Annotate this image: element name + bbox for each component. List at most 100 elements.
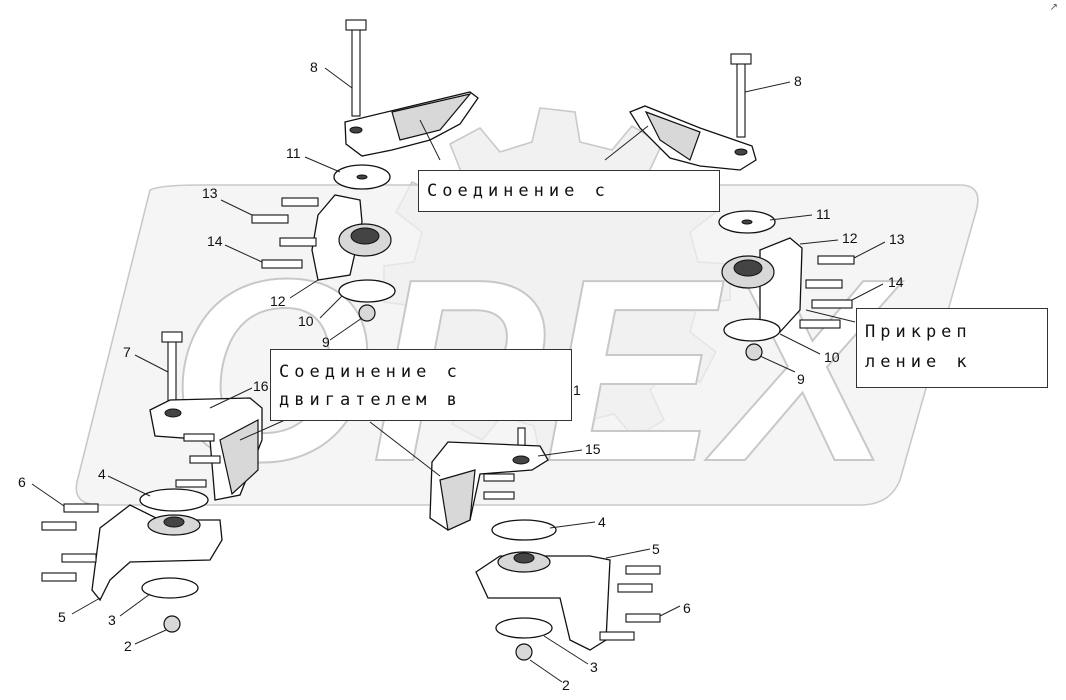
leader-5-right [605,548,651,559]
leader-2-left [134,629,167,645]
bolt-16-c [175,479,207,488]
washer-10-left [338,279,396,303]
label-9-right: 9 [797,371,805,387]
rubber-cushion-right-core [733,259,763,277]
bolt-6-right-c [625,613,661,623]
leader-6-left [31,483,65,507]
nut-2-right [515,643,533,661]
label-13-right: 13 [889,231,905,247]
leader-14-right [851,283,884,301]
bolt-13-left-b [251,214,289,224]
bolt-14-left-b [261,259,303,269]
cushion-right-lower-core [513,552,535,564]
bracket-15-gusset [439,469,476,531]
washer-3-left [141,577,199,599]
leader-9-left [329,317,363,341]
washer-11-left-hole [356,174,368,180]
corner-mark: ↗ [1049,2,1058,13]
bolt-6-right-b [617,583,653,593]
label-3-left: 3 [108,612,116,628]
leader-12-right [799,239,839,245]
bolt-7-head [161,331,183,343]
rubber-cushion-left-core [350,227,380,245]
label-12-right: 12 [842,230,858,246]
bolt-6-left-a [63,503,99,513]
leader-10-left [319,295,343,319]
bolt-6-right-d [599,631,635,641]
top-right-mount-assembly [629,53,855,361]
washer-10-right [723,318,781,342]
callout-center-pointer-b [369,421,441,477]
leader-11-right [769,214,813,221]
label-6-left: 6 [18,474,26,490]
lower-right-mount-assembly [429,427,661,661]
leader-13-right [853,241,886,259]
label-11-left: 11 [286,145,301,161]
leader-12-left [289,279,319,299]
bracket-16-hole [164,408,182,418]
bracket-15-hole [512,455,530,465]
bolt-16-b [189,455,221,464]
nut-9-right [745,343,763,361]
leader-9-right [759,355,796,373]
bolt-6-right-a [625,565,661,575]
callout-center: Соединение с двигателем в [270,349,572,421]
leader-16 [209,387,253,409]
label-5-left: 5 [58,609,66,625]
label-8-left: 8 [310,59,318,75]
washer-4-right [491,519,557,541]
leader-15 [537,449,583,457]
label-5-right: 5 [652,541,660,557]
leader-2-right [529,659,563,683]
bolt-15-b [483,491,515,500]
washer-4-left [139,488,209,512]
bolt-14-right-b [799,319,841,329]
callout-right: Прикреп ление к [856,308,1048,388]
bolt-14-left-a [279,237,317,247]
label-10-left: 10 [298,313,314,329]
bolt-8-left-head [345,19,367,31]
leader-13-left [220,199,253,216]
callout-top-pointer-a [419,119,441,161]
label-2-left: 2 [124,638,132,654]
label-10-right: 10 [824,349,840,365]
callout-top-pointer-b [604,125,649,161]
leader-4-left [107,475,151,497]
bolt-14-right-a [811,299,853,309]
callout-right-pointer [805,309,856,323]
leader-3-left [119,593,151,617]
nut-9-left [358,304,376,322]
bolt-13-right-a [817,255,855,265]
label-14-left: 14 [207,233,223,249]
label-13-left: 13 [202,185,218,201]
upper-bracket-right-rib [644,110,701,161]
leader-3-right [543,635,589,665]
bolt-13-right-b [805,279,843,289]
label-7: 7 [123,344,131,360]
upper-bracket-left-rib [391,93,472,141]
lower-left-mount-assembly [41,331,263,633]
label-4-right: 4 [598,514,606,530]
bolt-6-left-d [41,572,77,582]
leader-14-left [224,244,263,263]
leader-8-left [324,67,353,89]
label-3-right: 3 [590,659,598,675]
leader-10-right [779,333,821,355]
bolt-8-right [736,61,746,138]
leader-7 [134,354,169,373]
label-2-right: 2 [562,677,570,693]
bolt-8-right-head [730,53,752,65]
label-11-right: 11 [816,206,831,222]
leader-8-right [744,81,791,93]
label-16: 16 [253,378,269,394]
label-8-right: 8 [794,73,802,89]
washer-11-right-hole [741,219,753,225]
nut-2-left [163,615,181,633]
leader-11-left [304,156,341,173]
bolt-6-left-c [61,553,97,563]
leader-6-right [659,605,681,617]
bracket-16-gusset [219,419,259,496]
label-14-right: 14 [888,274,904,290]
leader-5-left [71,597,101,615]
